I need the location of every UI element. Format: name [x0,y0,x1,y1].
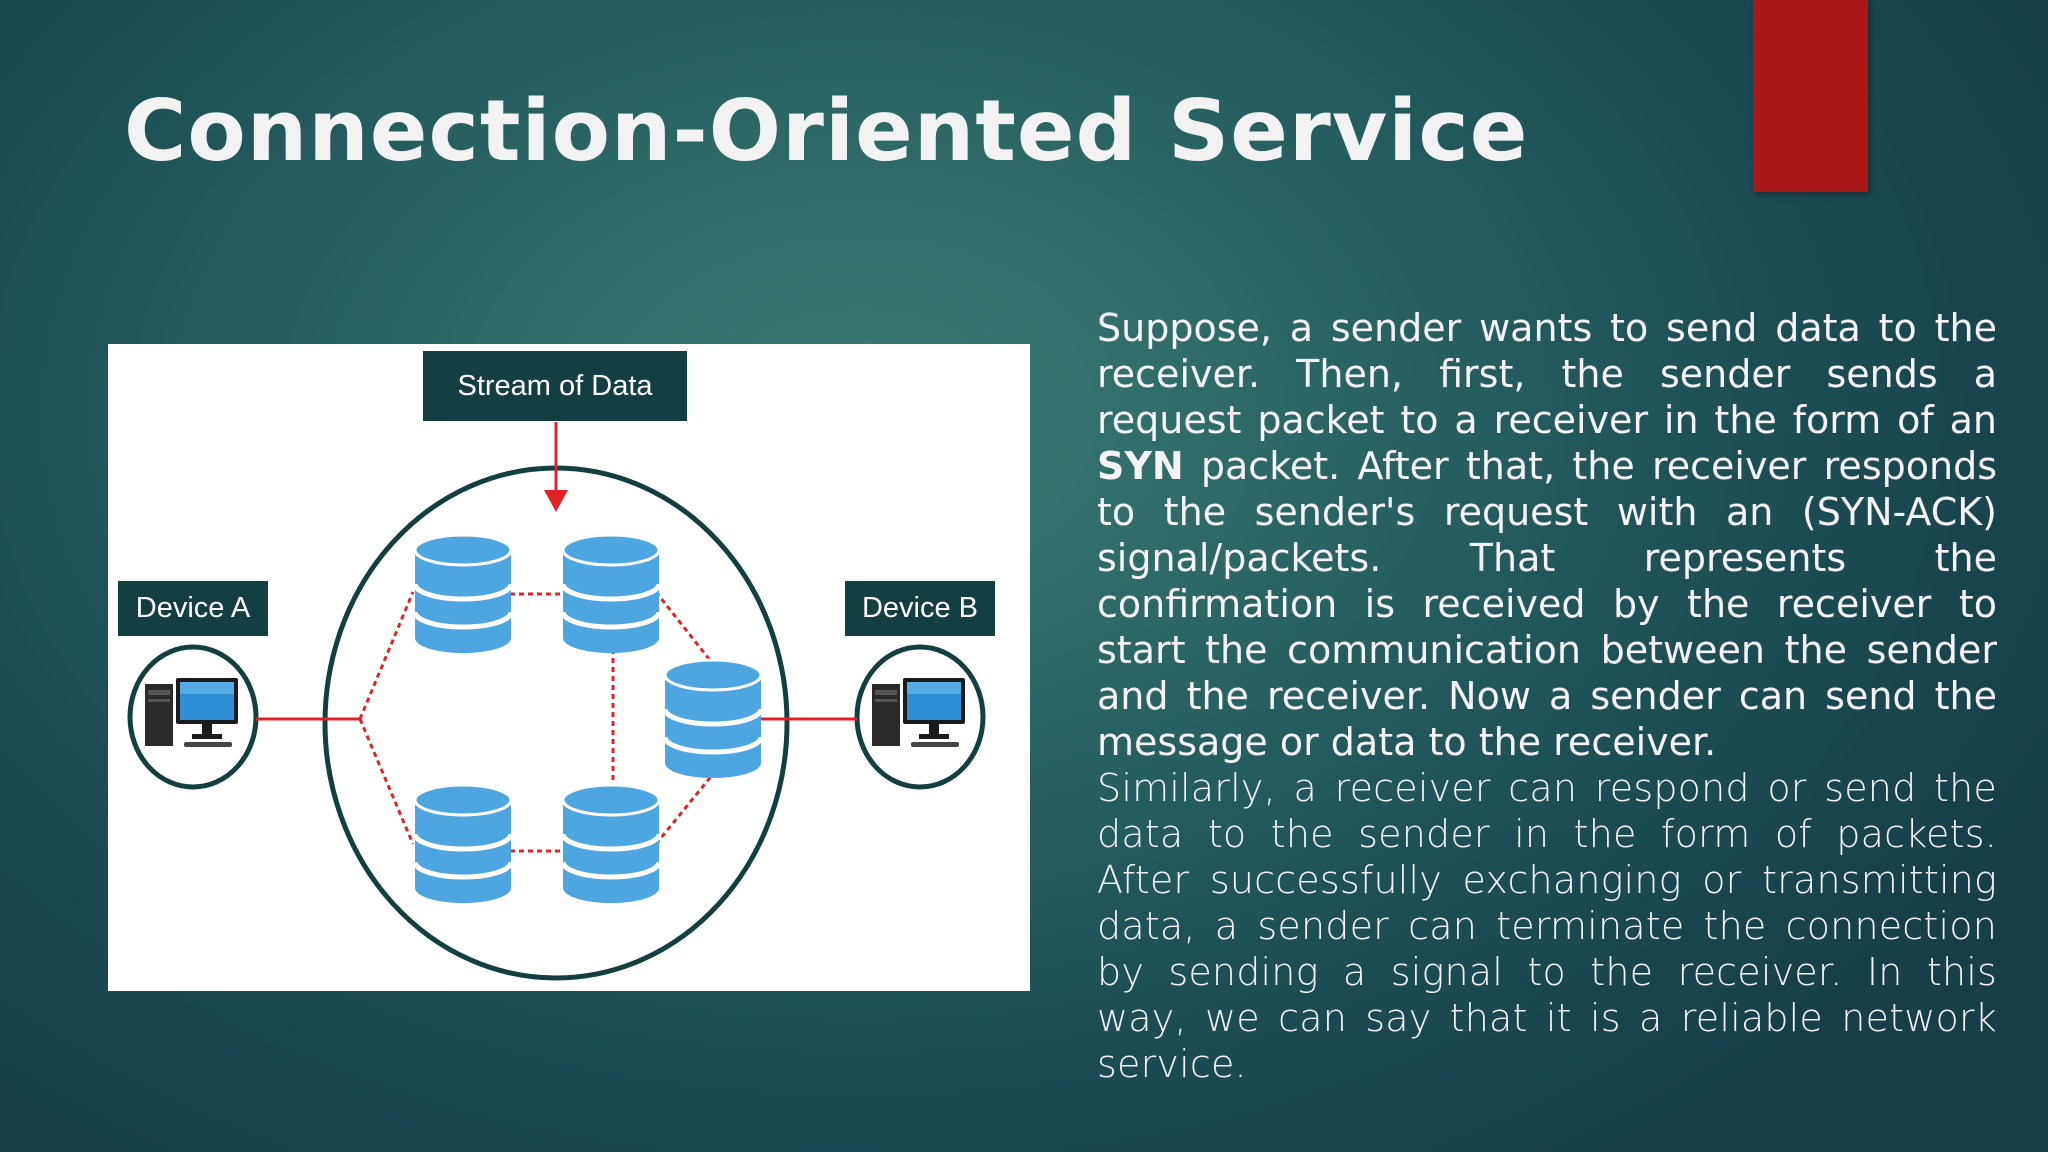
database-icon [415,785,511,903]
slide-body-text: Suppose, a sender wants to send data to … [1097,305,1997,1087]
database-icon [563,785,659,903]
paragraph-syn-end: packet. After that, the receiver respond… [1097,444,1997,764]
slide-title: Connection-Oriented Service [124,82,1529,181]
accent-tab [1753,0,1868,192]
arrow-down-icon [544,490,568,512]
paragraph-syn-start: Suppose, a sender wants to send data to … [1097,306,1997,442]
mesh-links [358,591,715,853]
diagram-graphic [127,422,986,981]
database-icon [563,535,659,653]
database-icon [665,660,761,778]
network-diagram: Stream of Data Device A Device B [108,344,1030,991]
device-a-ring [127,644,259,790]
stream-of-data-label: Stream of Data [423,351,687,421]
computer-icon [145,678,238,747]
computer-icon [872,678,965,747]
syn-keyword: SYN [1097,444,1184,488]
database-icon [415,535,511,653]
device-b-label: Device B [845,581,995,636]
paragraph-syn: Suppose, a sender wants to send data to … [1097,305,1997,765]
device-b-ring [854,644,986,790]
device-a-label: Device A [118,581,268,636]
paragraph-terminate: Similarly, a receiver can respond or sen… [1097,766,1997,1086]
